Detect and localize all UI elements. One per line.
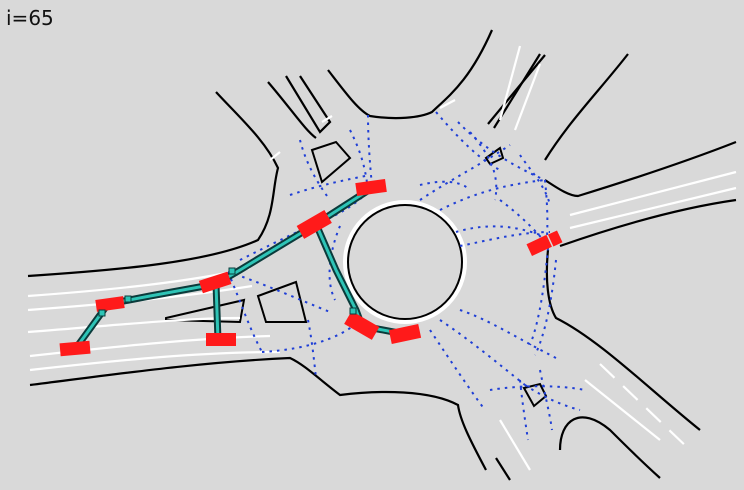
trajectory-node bbox=[349, 307, 357, 315]
road-edge-southeast bbox=[545, 249, 701, 431]
road-edge-north-inner-left bbox=[267, 81, 317, 139]
road-edge-west-upper bbox=[27, 91, 280, 278]
trajectory-node bbox=[124, 295, 132, 303]
vehicle-6 bbox=[355, 178, 387, 197]
road-edge-east-upper bbox=[544, 140, 737, 198]
vehicle-9 bbox=[526, 234, 552, 256]
road-edges bbox=[27, 29, 737, 481]
vehicle-5 bbox=[296, 209, 332, 239]
vehicle-10 bbox=[547, 230, 563, 247]
road-edge-north-island bbox=[285, 75, 332, 134]
road-edge-northeast-right bbox=[544, 53, 629, 161]
island-south bbox=[522, 382, 548, 408]
center-island bbox=[343, 200, 467, 324]
road-edge-northeast-lane bbox=[487, 54, 546, 125]
vehicle-8 bbox=[388, 324, 422, 344]
road-edge-south bbox=[29, 356, 487, 471]
center-island-inner bbox=[347, 204, 463, 320]
vehicles bbox=[59, 178, 563, 357]
island-north bbox=[310, 140, 352, 184]
island-northeast bbox=[484, 146, 505, 166]
trajectory-node bbox=[228, 267, 236, 275]
vehicle-3 bbox=[198, 271, 232, 294]
island-west-large bbox=[256, 280, 308, 323]
road-edge-south-right bbox=[495, 457, 511, 481]
vehicle-2 bbox=[95, 296, 125, 312]
center-island-outer bbox=[343, 200, 467, 324]
trajectory-node bbox=[98, 309, 106, 317]
road-edge-southeast-inner bbox=[558, 416, 661, 479]
trajectory-nodes bbox=[98, 267, 357, 317]
lane-graph bbox=[227, 111, 586, 441]
vehicle-1 bbox=[59, 340, 91, 357]
frame-counter-label: i=65 bbox=[6, 6, 54, 30]
vehicle-7 bbox=[344, 310, 380, 340]
road-edge-north-center bbox=[327, 29, 494, 120]
lane-markings bbox=[27, 45, 737, 471]
road-edge-east-lower bbox=[559, 198, 737, 248]
vehicle-4 bbox=[206, 333, 236, 346]
